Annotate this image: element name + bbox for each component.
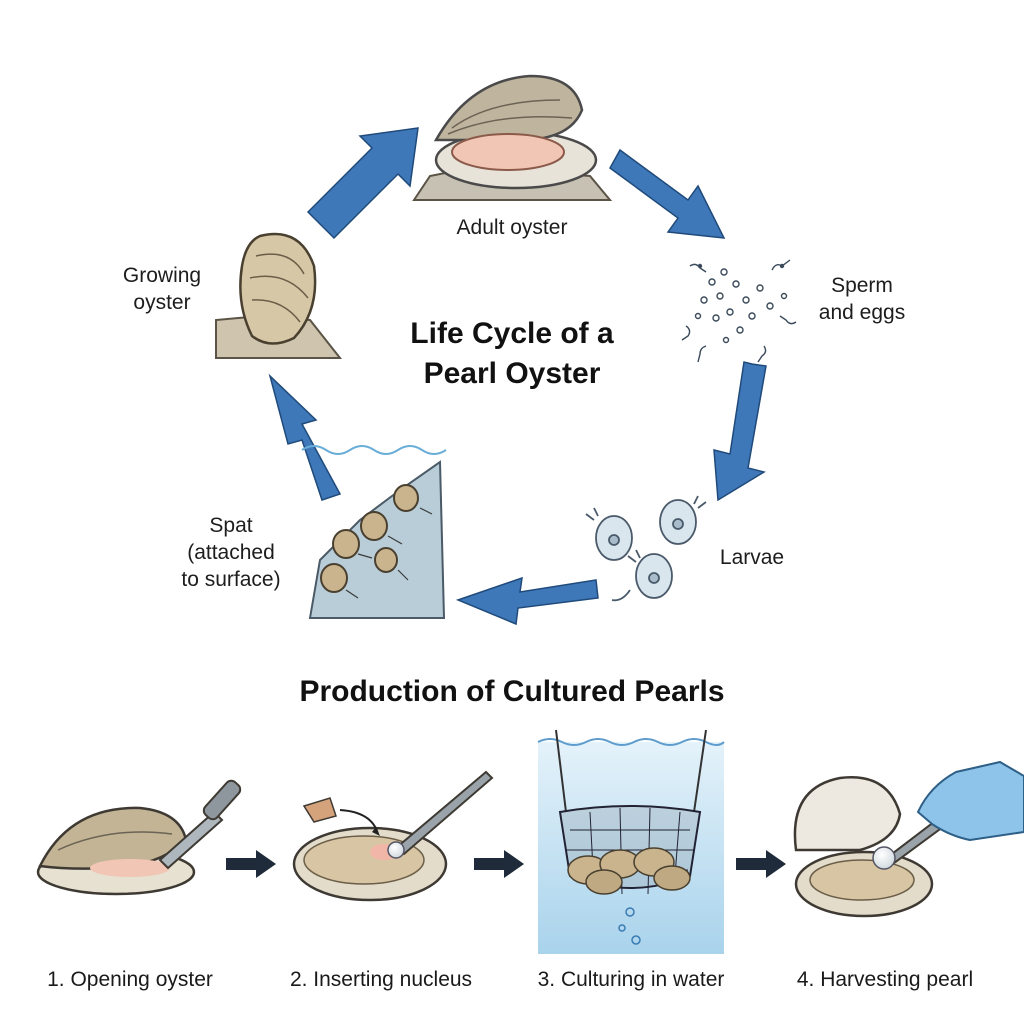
arrow-larvae-to-spat: [455, 576, 599, 626]
cycle-title-line2: Pearl Oyster: [423, 357, 601, 390]
spat-illustration: [301, 445, 447, 619]
arrow-sperm-to-larvae: [713, 361, 767, 502]
step-label-3: 3. Culturing in water: [537, 968, 725, 991]
step3-culturing-illustration: [537, 729, 725, 954]
label-adult-oyster: Adult oyster: [456, 216, 568, 239]
process-arrow-3: [736, 850, 786, 878]
step-label-4: 4. Harvesting pearl: [796, 968, 974, 991]
label-spat: Spat (attached to surface): [181, 514, 281, 591]
process-arrow-2: [474, 850, 524, 878]
cycle-title-line1: Life Cycle of a: [410, 317, 614, 350]
arrow-spat-to-growing: [268, 373, 342, 501]
growing-oyster-illustration: [215, 232, 343, 359]
cycle-arrows: [268, 127, 767, 626]
step1-opening-oyster-illustration: [36, 779, 242, 896]
step-label-2: 2. Inserting nucleus: [289, 968, 473, 991]
process-arrows: [226, 850, 786, 878]
label-sperm-and-eggs: Sperm and eggs: [818, 274, 906, 324]
arrow-adult-to-sperm: [609, 148, 726, 239]
sperm-and-eggs-illustration: [681, 259, 797, 363]
step2-inserting-nucleus-illustration: [292, 770, 494, 902]
step4-harvesting-illustration: [793, 760, 1024, 918]
step-label-1: 1. Opening oyster: [47, 968, 213, 991]
adult-oyster-illustration: [412, 74, 613, 201]
process-arrow-1: [226, 850, 276, 878]
larvae-illustration: [585, 495, 707, 602]
production-title: Production of Cultured Pearls: [299, 675, 725, 708]
label-growing-oyster: Growing oyster: [122, 264, 202, 314]
arrow-growing-to-adult: [306, 127, 419, 240]
cycle-title: Life Cycle of a Pearl Oyster: [362, 314, 662, 394]
label-larvae: Larvae: [719, 546, 785, 569]
